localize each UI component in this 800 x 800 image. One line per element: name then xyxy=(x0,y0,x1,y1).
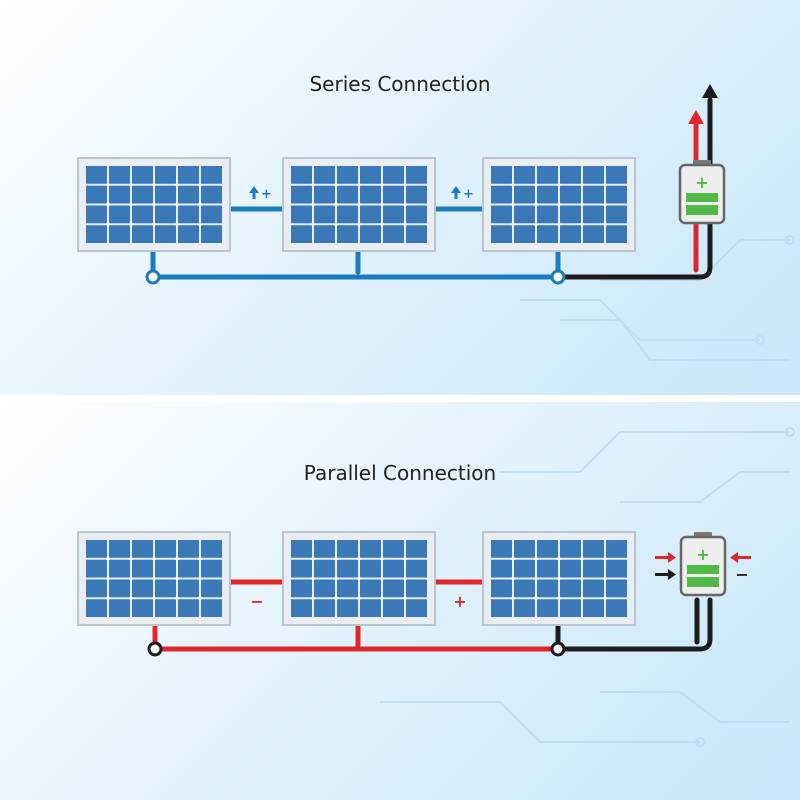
solar-panel-icon xyxy=(282,531,436,626)
series-link-sign-2: + xyxy=(451,186,474,202)
battery-plus-label: + xyxy=(695,173,708,192)
section-divider xyxy=(0,395,800,402)
arrow-right-icon xyxy=(655,569,676,580)
solar-panel-icon xyxy=(77,157,231,252)
series-node-right xyxy=(550,269,566,285)
svg-text:+: + xyxy=(261,187,272,202)
circuit-background xyxy=(380,427,795,747)
parallel-negative-wire xyxy=(562,597,713,652)
series-link-sign-1: + xyxy=(249,186,272,202)
parallel-connection-section: Parallel Connection − + xyxy=(0,402,800,800)
battery-icon: + xyxy=(679,532,727,597)
solar-panel-icon xyxy=(282,157,436,252)
solar-panel-icon xyxy=(482,531,636,626)
svg-text:+: + xyxy=(463,187,474,202)
series-connection-title: Series Connection xyxy=(309,72,491,96)
parallel-node-right xyxy=(550,641,566,657)
parallel-connection-title: Parallel Connection xyxy=(303,461,497,485)
parallel-link-sign-1: − xyxy=(250,592,263,611)
arrow-up-icon xyxy=(702,84,718,98)
circuit-background xyxy=(520,235,795,361)
parallel-link-sign-2: + xyxy=(453,592,466,611)
solar-panel-icon xyxy=(77,531,231,626)
arrow-up-icon xyxy=(688,110,704,124)
arrow-right-icon xyxy=(655,552,676,563)
arrow-left-icon xyxy=(730,552,751,563)
battery-icon: + xyxy=(678,160,726,225)
battery-plus-label: + xyxy=(696,545,709,564)
series-node-left xyxy=(145,269,161,285)
series-connection-section: Series Connection + xyxy=(0,0,800,395)
parallel-diagram: − + + − xyxy=(77,427,795,747)
parallel-side-minus: − xyxy=(735,565,748,584)
series-diagram: + + + xyxy=(77,84,795,361)
parallel-node-left xyxy=(147,641,163,657)
series-negative-wire xyxy=(562,97,713,280)
solar-panel-icon xyxy=(482,157,636,252)
